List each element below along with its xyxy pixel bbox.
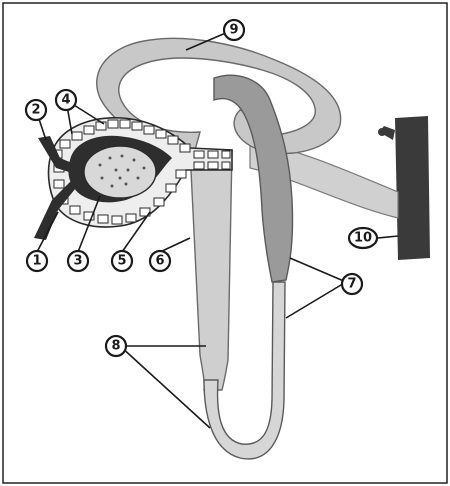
callout-label: 8 — [111, 339, 120, 354]
callout-label: 3 — [73, 254, 82, 269]
callout-label: 4 — [61, 93, 70, 108]
callout-label: 10 — [354, 231, 372, 246]
callout-9: 9 — [224, 20, 244, 40]
callout-8: 8 — [106, 336, 126, 356]
callout-label: 1 — [32, 254, 41, 269]
callout-4: 4 — [56, 90, 76, 110]
callout-2: 2 — [26, 100, 46, 120]
callout-1: 1 — [27, 251, 47, 271]
callout-label: 5 — [117, 254, 126, 269]
callout-10: 10 — [349, 228, 377, 248]
callout-label: 2 — [31, 103, 40, 118]
callout-5: 5 — [112, 251, 132, 271]
callout-7: 7 — [342, 274, 362, 294]
callout-label: 7 — [347, 277, 356, 292]
callout-label: 6 — [155, 254, 164, 269]
callout-label: 9 — [229, 23, 238, 38]
callout-3: 3 — [68, 251, 88, 271]
callout-6: 6 — [150, 251, 170, 271]
